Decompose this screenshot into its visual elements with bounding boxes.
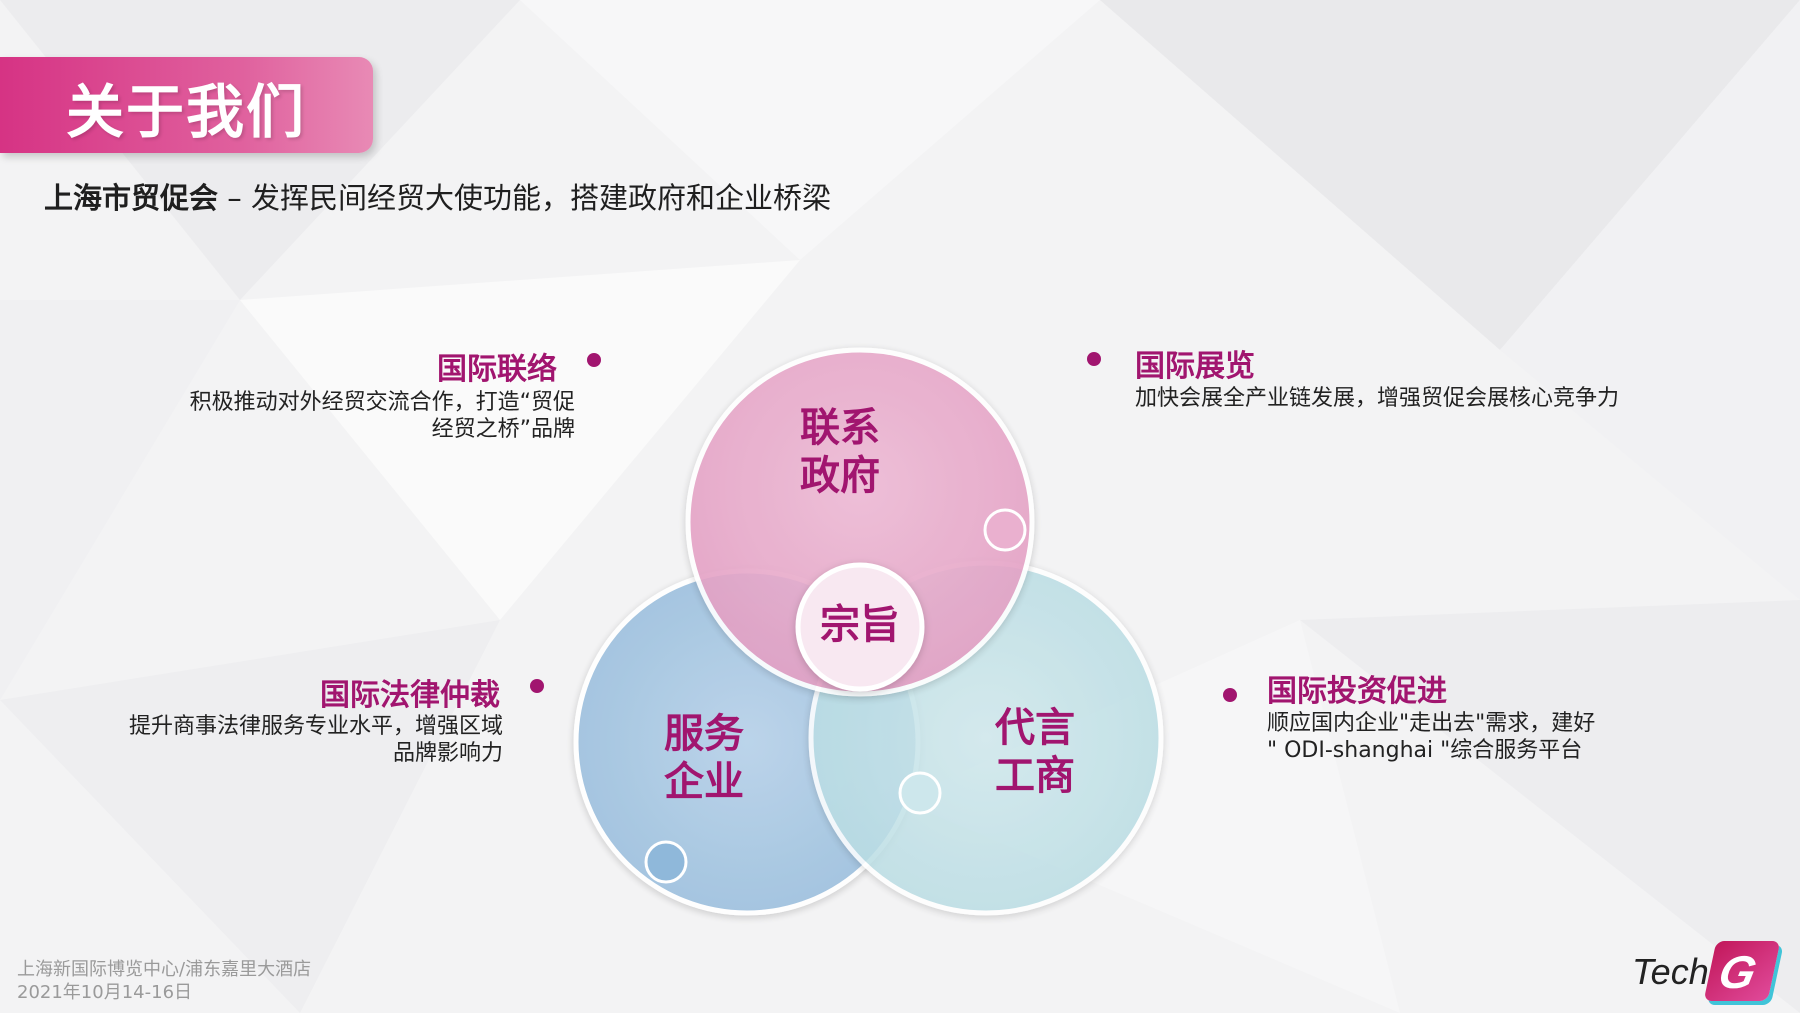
footer-date: 2021年10月14-16日 (17, 982, 193, 1003)
point-title-touzi: 国际投资促进 (1267, 674, 1447, 709)
point-desc-falv: 提升商事法律服务专业水平，增强区域 品牌影响力 (128, 714, 503, 766)
handle-pink (983, 508, 1027, 552)
point-title-falv: 国际法律仲裁 (320, 678, 500, 713)
bullet-dot (587, 353, 601, 367)
title-tab: 关于我们 (0, 57, 373, 153)
point-title-zhanlan: 国际展览 (1135, 349, 1255, 384)
point-desc-touzi: 顺应国内企业"走出去"需求，建好 " ODI-shanghai "综合服务平台 (1267, 711, 1596, 763)
circle-lianxi (685, 347, 1035, 697)
center-circle (795, 562, 925, 692)
handle-teal (898, 771, 942, 815)
point-desc-zhanlan: 加快会展全产业链发展，增强贸促会展核心竞争力 (1135, 386, 1620, 411)
label-fuwu: 服务 企业 (664, 711, 744, 805)
logo-mark: G (1703, 941, 1781, 1001)
subtitle-org: 上海市贸促会 (44, 181, 219, 215)
footer-venue: 上海新国际博览中心/浦东嘉里大酒店 (17, 959, 312, 980)
label-zongzhi: 宗旨 (820, 602, 900, 648)
bullet-dot (530, 679, 544, 693)
label-daiyan: 代言 工商 (995, 705, 1075, 799)
label-lianxi: 联系 政府 (800, 405, 880, 499)
logo-text: Tech (1632, 951, 1709, 992)
subtitle: 上海市贸促会 – 发挥民间经贸大使功能，搭建政府和企业桥梁 (44, 175, 831, 217)
point-title-lianluo: 国际联络 (437, 352, 557, 387)
handle-blue (644, 840, 688, 884)
bullet-dot (1223, 688, 1237, 702)
techg-logo: Tech G (1632, 935, 1792, 1007)
bullet-dot (1087, 352, 1101, 366)
page-title: 关于我们 (66, 78, 307, 146)
point-desc-lianluo: 积极推动对外经贸交流合作，打造“贸促 经贸之桥”品牌 (189, 390, 575, 442)
subtitle-text: – 发挥民间经贸大使功能，搭建政府和企业桥梁 (218, 181, 831, 215)
